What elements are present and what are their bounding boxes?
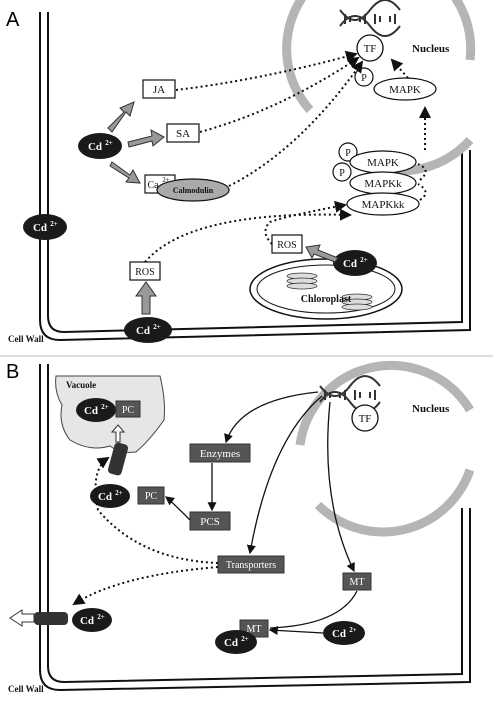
cd-ion-mt-free <box>323 621 365 645</box>
block-arrows-a <box>107 101 165 184</box>
cd-ion-a-wall <box>23 214 67 240</box>
calmodulin-node <box>156 178 230 202</box>
nucleus-label-b: Nucleus <box>412 403 450 415</box>
svg-text:TF: TF <box>359 413 372 425</box>
cd-ion-a-bottom <box>124 317 172 343</box>
svg-text:2+: 2+ <box>101 403 109 411</box>
svg-text:P: P <box>345 148 351 159</box>
svg-text:Cd: Cd <box>88 141 102 153</box>
cd-ion-vacuole <box>76 398 116 422</box>
svg-text:ROS: ROS <box>277 240 296 251</box>
tf-node-a <box>356 34 384 62</box>
svg-text:Calmodulin: Calmodulin <box>173 186 214 195</box>
mapk-nucleus <box>373 77 437 101</box>
mapkkk-node <box>346 192 420 216</box>
cd-ion-mt-complex <box>215 630 257 654</box>
tf-label-a: TF <box>364 43 377 55</box>
cell-wall-label-a: Cell Wall <box>8 334 44 344</box>
panel-b: B Vacuole Cd 2+ PC Cd 2+ PC Enzymes PCS … <box>6 360 475 694</box>
cell-wall-label-b: Cell Wall <box>8 684 44 694</box>
cd-ion-a-left <box>78 133 122 159</box>
svg-text:ROS: ROS <box>135 267 154 278</box>
svg-text:2+: 2+ <box>97 613 105 621</box>
panel-b-label: B <box>6 361 19 383</box>
arrow-cd-to-ros-membrane <box>135 281 157 315</box>
cell-wall-inner-b <box>47 364 463 684</box>
svg-text:MT: MT <box>350 577 365 588</box>
efflux-arrow <box>9 609 35 627</box>
svg-text:Cd: Cd <box>98 491 112 503</box>
cd-ion-efflux <box>72 608 112 632</box>
dna-icon-b <box>319 375 381 413</box>
svg-text:2+: 2+ <box>115 489 123 497</box>
vacuolar-transporter <box>107 442 129 476</box>
svg-text:JA: JA <box>153 84 165 96</box>
svg-text:MAPKk: MAPKk <box>364 178 402 190</box>
sa-box <box>166 123 200 143</box>
panel-a: A Nucleus TF P MAPK Cd 2+ <box>6 0 476 344</box>
transport-arrow-vacuole <box>110 424 126 443</box>
tf-node-b <box>351 404 379 432</box>
dotted-arrows-b <box>72 456 219 606</box>
svg-text:P: P <box>339 168 345 179</box>
svg-text:MAPKkk: MAPKkk <box>362 199 405 211</box>
svg-text:2+: 2+ <box>50 220 58 228</box>
cell-wall-outer-b <box>39 364 471 692</box>
svg-text:MAPK: MAPK <box>389 84 421 96</box>
svg-text:2+: 2+ <box>162 176 170 184</box>
svg-text:Cd: Cd <box>136 325 150 337</box>
svg-text:P: P <box>361 73 367 84</box>
svg-text:Cd: Cd <box>332 628 346 640</box>
svg-text:MT: MT <box>247 624 262 635</box>
svg-text:SA: SA <box>176 128 190 140</box>
chloroplast: Chloroplast <box>249 258 403 320</box>
svg-text:2+: 2+ <box>153 323 161 331</box>
svg-text:2+: 2+ <box>105 139 113 147</box>
nucleus-b: Nucleus <box>295 360 475 537</box>
efflux-transporter <box>34 612 68 625</box>
pcs-box <box>189 511 231 531</box>
svg-text:Transporters: Transporters <box>226 560 276 571</box>
nucleus-label-a: Nucleus <box>412 43 450 55</box>
pc-box-vacuole <box>115 400 141 418</box>
svg-text:Cd: Cd <box>343 258 357 270</box>
svg-text:Cd: Cd <box>33 222 47 234</box>
vacuole-label: Vacuole <box>66 380 96 390</box>
ja-box <box>142 79 176 99</box>
svg-text:PCS: PCS <box>200 516 220 528</box>
svg-text:Enzymes: Enzymes <box>200 448 240 460</box>
svg-text:Cd: Cd <box>80 615 94 627</box>
svg-text:Ca: Ca <box>147 180 159 191</box>
svg-text:Cd: Cd <box>84 405 98 417</box>
svg-text:PC: PC <box>122 405 135 416</box>
cd-ion-a-chloroplast <box>333 250 377 276</box>
svg-text:PC: PC <box>145 491 158 502</box>
svg-text:2+: 2+ <box>360 256 368 264</box>
svg-text:MAPK: MAPK <box>367 157 399 169</box>
svg-text:2+: 2+ <box>241 635 249 643</box>
enzymes-box <box>189 443 251 463</box>
solid-arrows-b <box>164 391 358 635</box>
transporters-box <box>217 555 285 574</box>
svg-text:Cd: Cd <box>224 637 238 649</box>
svg-text:2+: 2+ <box>349 626 357 634</box>
dna-icon <box>339 0 401 37</box>
chloroplast-label: Chloroplast <box>301 294 352 305</box>
phospho-node-3 <box>332 162 352 182</box>
phospho-node-2 <box>338 142 358 162</box>
cell-wall-outer-a <box>39 12 471 342</box>
panel-a-label: A <box>6 9 20 31</box>
arrow-cd-to-ros <box>305 244 339 263</box>
cell-wall-inner-a <box>47 12 463 334</box>
dotted-signals-a <box>144 50 431 263</box>
cd-ion-cytosol <box>90 484 130 508</box>
pc-box-cytosol <box>137 486 165 505</box>
mt-box-nucleus <box>342 572 372 591</box>
